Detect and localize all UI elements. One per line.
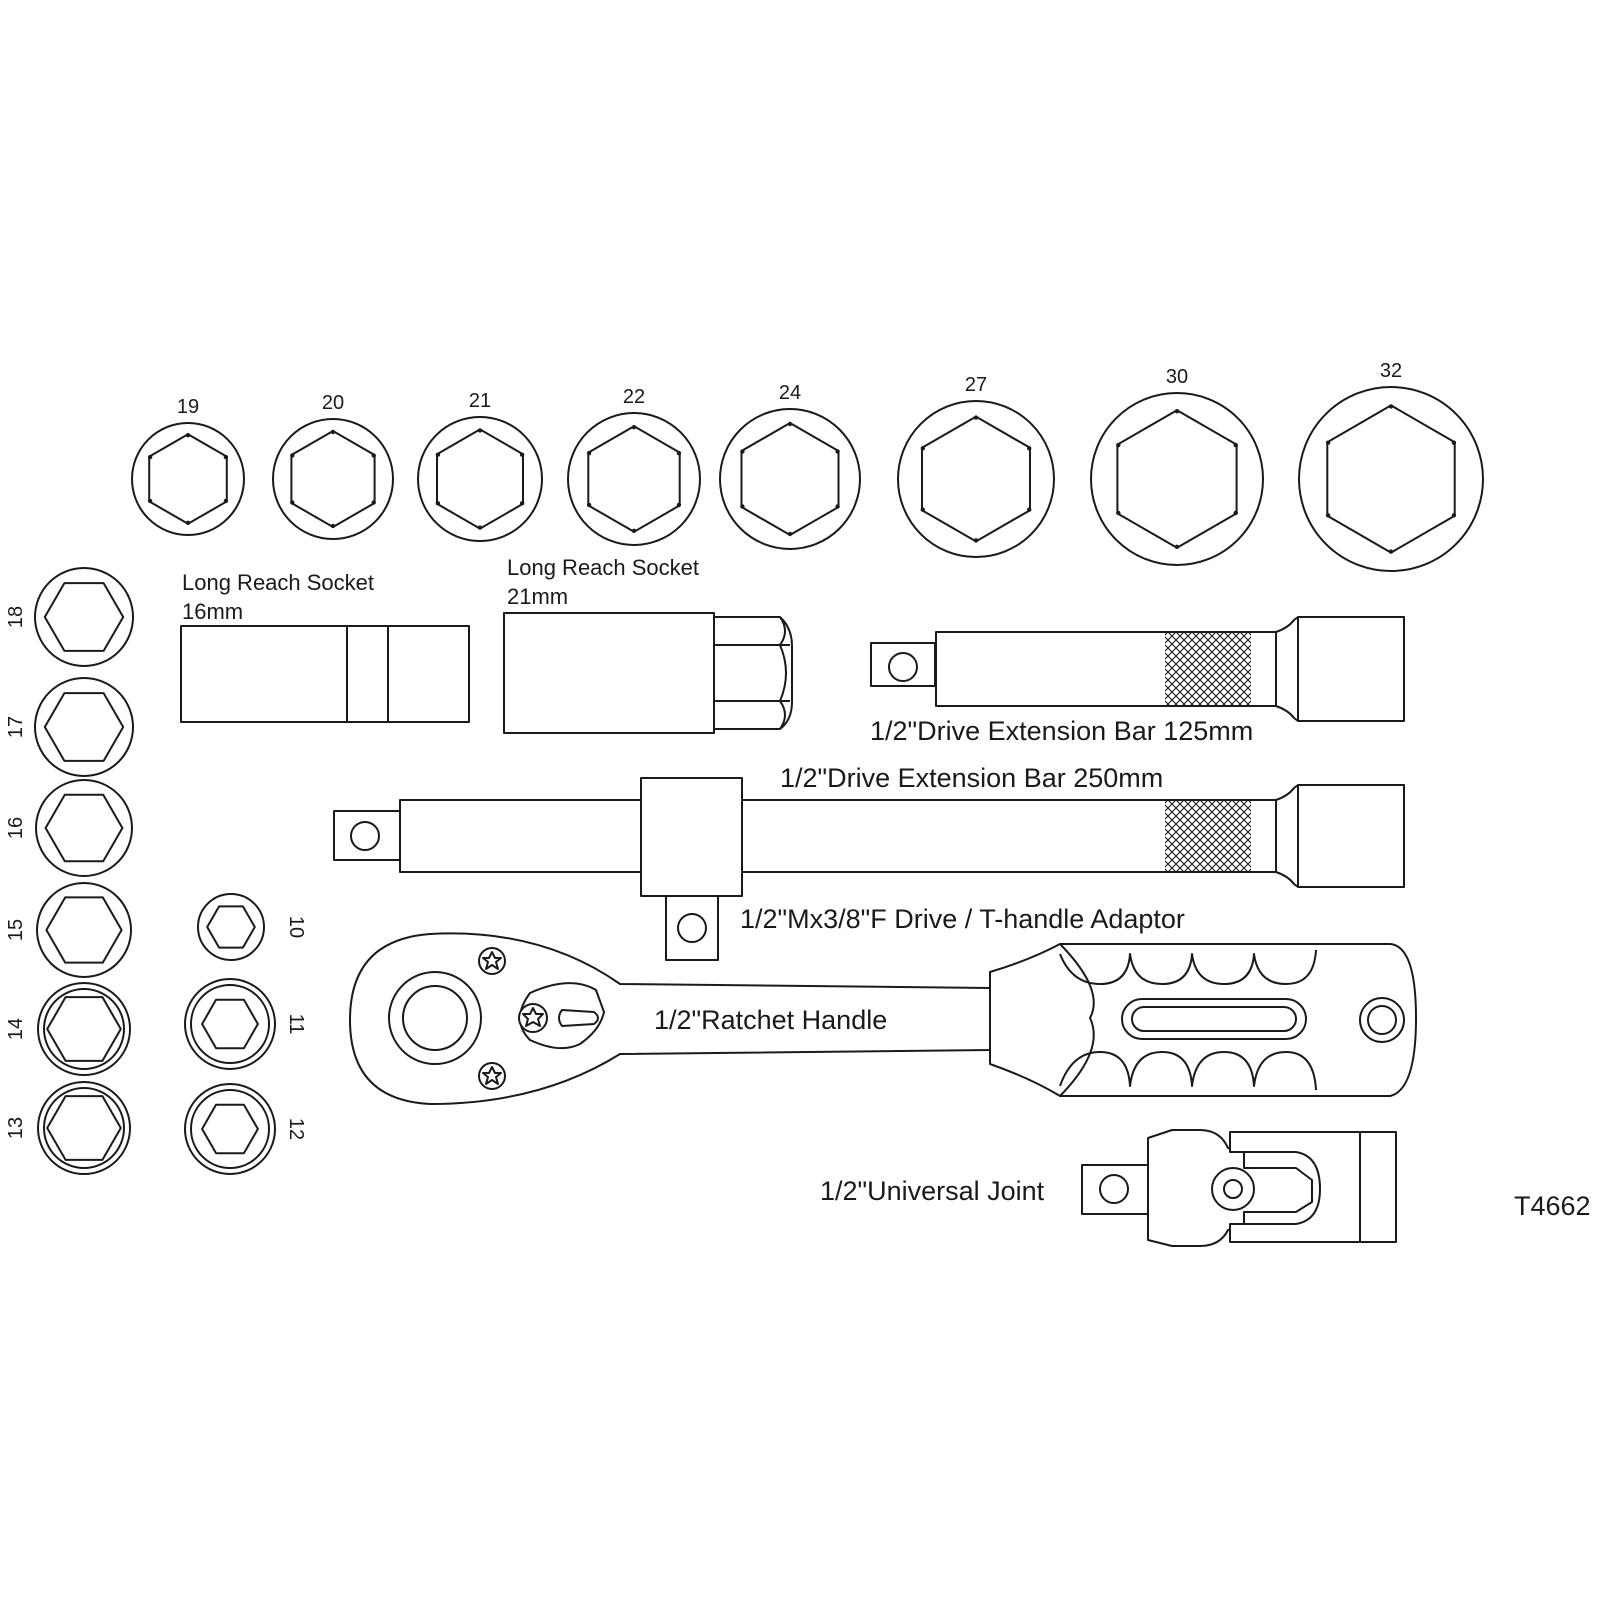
socket-13-label: 13 — [5, 1117, 27, 1139]
socket-16mm — [35, 779, 133, 877]
socket-22-label: 22 — [623, 386, 645, 408]
socket-32-label: 32 — [1380, 360, 1402, 382]
socket-24-label: 24 — [779, 382, 801, 404]
ratchet-label: 1/2"Ratchet Handle — [654, 1005, 887, 1035]
socket-21-label: 21 — [469, 390, 491, 412]
socket-12-label: 12 — [285, 1118, 307, 1140]
extension-125-label: 1/2"Drive Extension Bar 125mm — [870, 716, 1253, 746]
long-reach-16-label-line2: 16mm — [182, 599, 243, 624]
long-reach-socket-16mm: Long Reach Socket 16mm — [180, 570, 470, 723]
socket-24mm — [719, 408, 861, 550]
socket-10mm — [197, 893, 265, 961]
socket-15mm — [36, 882, 132, 978]
left-socket-column: 18 17 16 15 14 13 — [5, 567, 134, 1175]
socket-30mm — [1090, 392, 1264, 566]
long-reach-21-label-line1: Long Reach Socket — [507, 555, 699, 580]
socket-11-label: 11 — [285, 1014, 307, 1035]
small-socket-column: 10 11 12 — [184, 893, 307, 1175]
socket-16-label: 16 — [5, 817, 27, 839]
extension-bar-250mm: 1/2"Drive Extension Bar 250mm — [333, 763, 1405, 888]
socket-12mm — [184, 1083, 276, 1175]
socket-32mm — [1298, 386, 1484, 572]
part-code: T4662 — [1514, 1191, 1591, 1221]
socket-17-label: 17 — [5, 716, 27, 738]
socket-21mm — [417, 416, 543, 542]
socket-19mm — [131, 422, 245, 536]
socket-30-label: 30 — [1166, 366, 1188, 388]
universal-joint-label: 1/2"Universal Joint — [820, 1176, 1045, 1206]
t-handle-adaptor: 1/2"Mx3/8"F Drive / T-handle Adaptor — [640, 777, 1185, 961]
socket-15-label: 15 — [5, 919, 27, 941]
socket-18mm — [34, 567, 134, 667]
long-reach-socket-21mm: Long Reach Socket 21mm — [503, 555, 793, 734]
socket-13mm — [37, 1081, 131, 1175]
socket-22mm — [567, 412, 701, 546]
socket-17mm — [34, 677, 134, 777]
socket-11mm — [184, 978, 276, 1070]
socket-27mm — [897, 400, 1055, 558]
socket-27-label: 27 — [965, 374, 987, 396]
ratchet-handle: 1/2"Ratchet Handle — [349, 932, 1417, 1105]
socket-10-label: 10 — [285, 916, 307, 938]
extension-250-label: 1/2"Drive Extension Bar 250mm — [780, 763, 1163, 793]
socket-18-label: 18 — [5, 606, 27, 628]
socket-14mm — [37, 982, 131, 1076]
socket-14-label: 14 — [5, 1018, 27, 1040]
universal-joint: 1/2"Universal Joint — [820, 1129, 1397, 1247]
long-reach-21-label-line2: 21mm — [507, 584, 568, 609]
socket-20mm — [272, 418, 394, 540]
top-socket-row: 19 20 21 22 24 27 30 32 — [131, 360, 1484, 572]
long-reach-16-label-line1: Long Reach Socket — [182, 570, 374, 595]
adaptor-label: 1/2"Mx3/8"F Drive / T-handle Adaptor — [740, 904, 1185, 934]
socket-19-label: 19 — [177, 396, 199, 418]
socket-20-label: 20 — [322, 392, 344, 414]
extension-bar-125mm: 1/2"Drive Extension Bar 125mm — [870, 616, 1405, 746]
